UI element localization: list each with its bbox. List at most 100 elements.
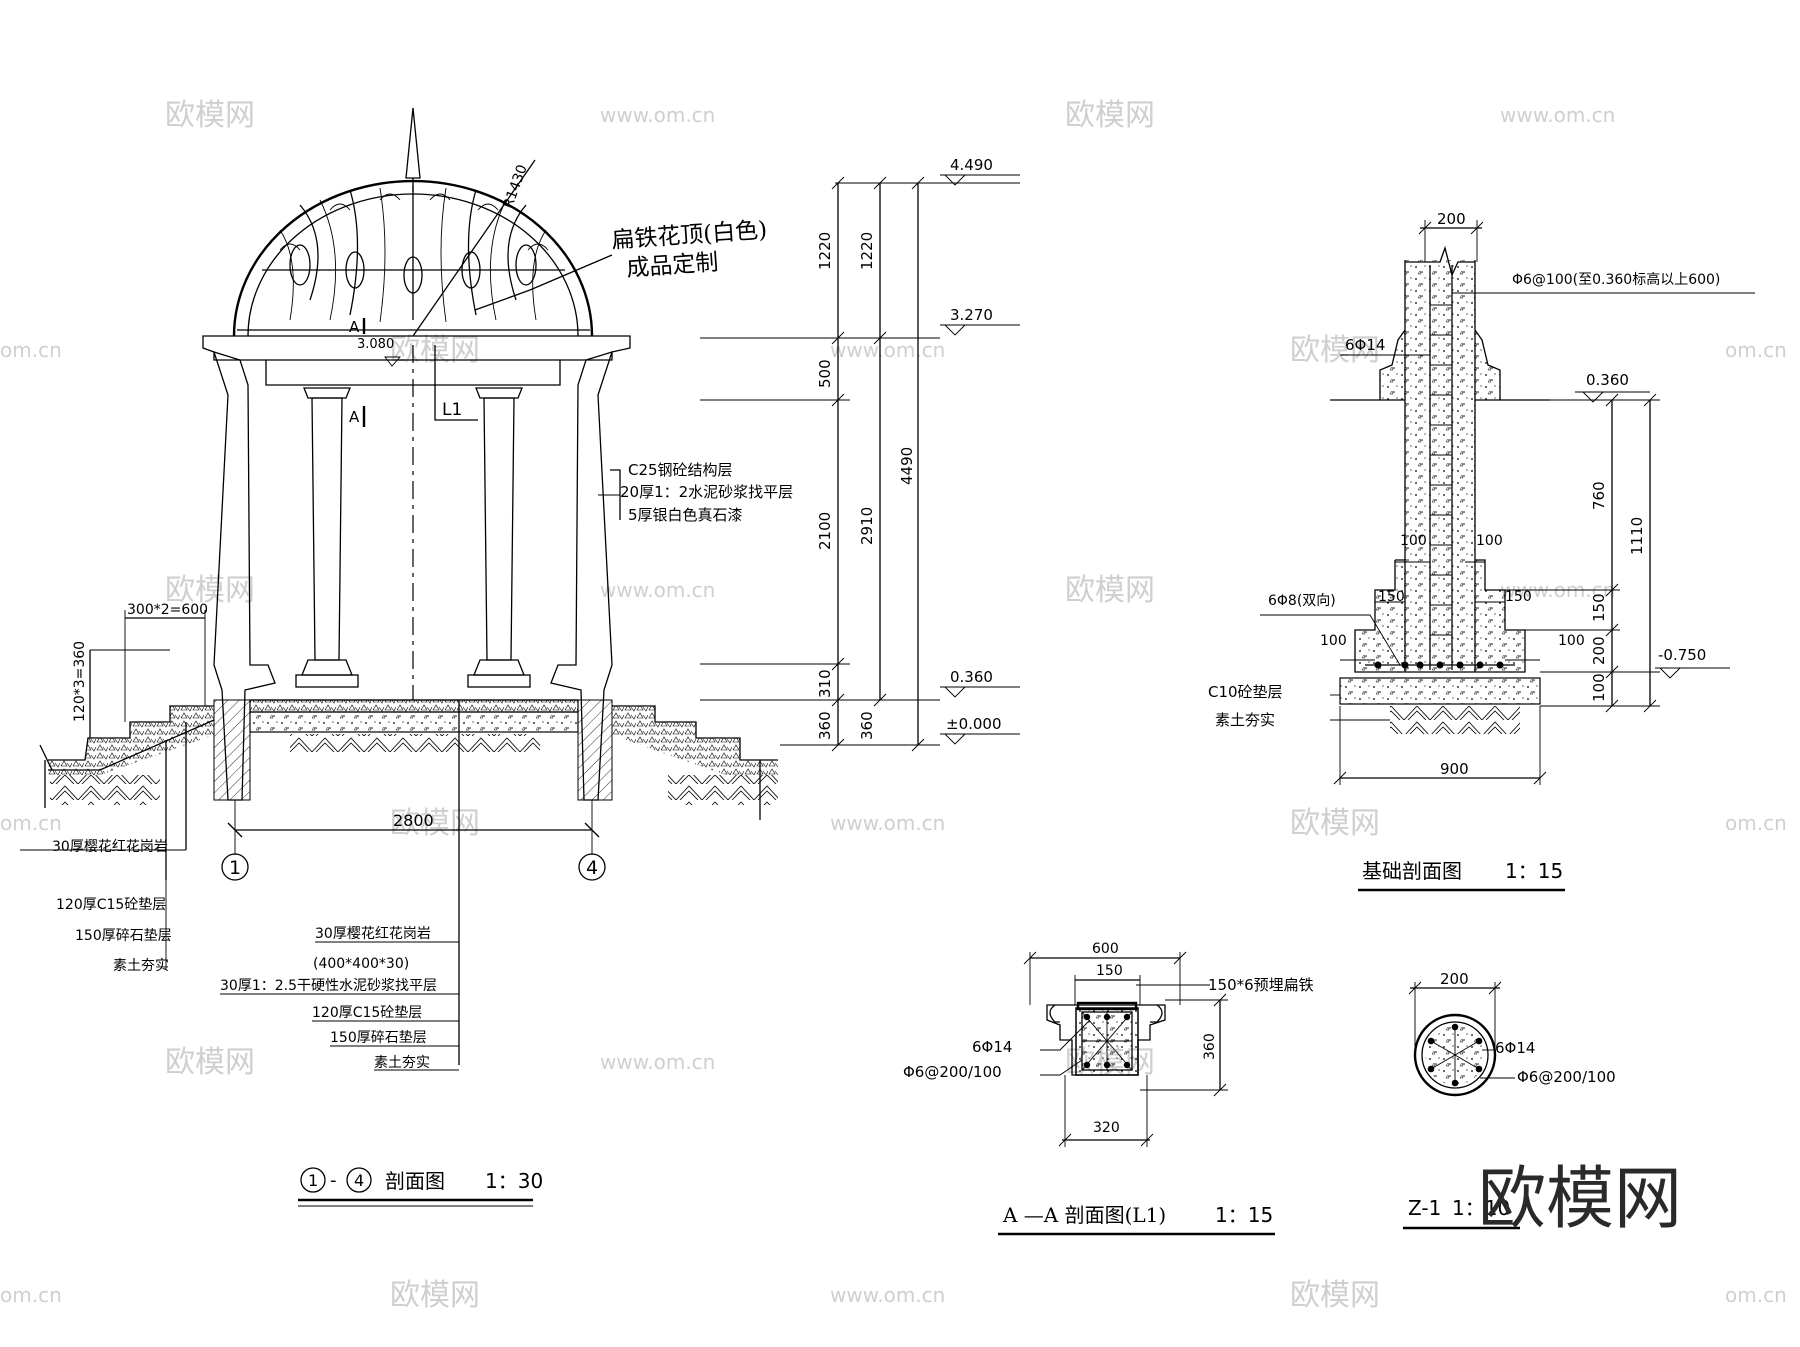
dim-total: 4490 [898,447,916,485]
main-section-title: 1 - 4 剖面图 1：30 [298,1167,543,1207]
watermark: om.cn [1725,338,1787,362]
axis-bubble-1 [221,853,249,881]
watermark: om.cn [1725,811,1787,835]
fdn-elev-top: 0.360 [1586,371,1629,389]
z1-scale: 1：10 [1452,1196,1510,1220]
watermark: om.cn [0,338,62,362]
column-right [467,387,531,688]
aa-title: A —A 剖面图(L1) [1002,1203,1166,1227]
watermark: www.om.cn [830,338,945,362]
title-circle-4: 4 [354,1171,364,1190]
column-left [295,387,359,688]
aa-dim-inner: 150 [1096,963,1123,979]
section-mark-top: A [349,318,360,336]
fdn-dim-100: 100 [1590,673,1608,702]
aa-embed-note: 150*6预埋扁铁 [1208,976,1314,994]
watermark: 欧模网 [165,1045,255,1080]
dome [232,179,594,337]
fdn-main-bars: 6Φ14 [1345,336,1385,354]
dim-width: 2800 [393,811,434,830]
aa-dim-top: 600 [1092,941,1119,957]
stirrups [1430,304,1452,636]
watermark: 欧模网 [1290,806,1380,841]
title-text: 剖面图 [385,1169,445,1193]
watermark: 欧模网 [390,806,480,841]
dim-r1-310: 310 [816,669,834,698]
axis-bubble-4 [578,853,606,881]
left-wall [212,351,276,801]
elev-0000: ±0.000 [946,715,1002,733]
blinding-layer [1339,677,1541,705]
floor-note-3: 30厚1：2.5干硬性水泥砂浆找平层 [220,978,437,994]
elev-3080: 3.080 [357,337,394,352]
fdn-dim-step-2: 100 [1476,533,1503,549]
right-wall [550,351,614,801]
left-note-1: 30厚樱花红花岗岩 [52,838,168,855]
fdn-dim-step-5: 100 [1320,633,1347,649]
watermark: 欧模网 [1065,573,1155,608]
fdn-base-bars: 6Φ8(双向) [1268,593,1336,609]
floor-note-4: 120厚C15砼垫层 [312,1005,422,1021]
elevation-marks: 4.490 3.270 0.360 ±0.000 [940,156,1020,745]
left-note-3: 150厚碎石垫层 [75,928,172,944]
right-dimension-chain: 1220 500 2100 310 360 1220 2910 360 4490 [700,176,1020,752]
fdn-note-1: C10砼垫层 [1208,683,1283,701]
left-note-4: 素土夯实 [113,958,169,974]
floor-note-6: 素土夯实 [374,1055,430,1071]
watermark: 欧模网 [1290,1278,1380,1313]
dim-r1-360: 360 [816,711,834,740]
dim-r2-2910: 2910 [858,507,876,545]
fdn-dim-base: 900 [1440,760,1469,778]
dim-steps-h: 300*2=600 [127,602,208,618]
watermark: www.om.cn [830,811,945,835]
elev-0360: 0.360 [950,668,993,686]
watermark: www.om.cn [600,578,715,602]
z1-outline [1413,1013,1497,1097]
spire [405,107,421,179]
dome-note-1: 扁铁花顶(白色) [611,217,768,254]
watermark: 欧模网 [1290,333,1380,368]
wall-note-2: 20厚1：2水泥砂浆找平层 [620,483,793,501]
foundation-drawing: 200 Φ6@100(至0.360标高以上600) 6Φ14 0.360 760… [1208,210,1755,892]
fdn-title: 基础剖面图 [1362,859,1462,883]
floor-note-2: (400*400*30) [313,956,409,972]
watermark: 欧模网 [1065,98,1155,133]
dim-r1-2100: 2100 [816,512,834,550]
fdn-dim-760: 760 [1590,481,1608,510]
aa-scale: 1：15 [1215,1203,1273,1227]
fdn-rebar-note: Φ6@100(至0.360标高以上600) [1512,271,1720,288]
fdn-dim-step-3: 150 [1378,589,1405,605]
section-mark-bottom: A [349,408,360,426]
fdn-dim-top: 200 [1437,210,1466,228]
watermark: 欧模网 [165,98,255,133]
section-aa-drawing: 600 150 360 320 150*6预埋扁铁 6Φ14 Φ6@200/10… [903,941,1314,1236]
main-section-drawing: 2800 1 4 R1430 扁铁花顶(白色) 成品定制 A A 3.080 L… [20,107,1020,1207]
fdn-dim-step-1: 100 [1400,533,1427,549]
elev-3270: 3.270 [950,306,993,324]
beam-tag-l1: L1 [442,400,462,420]
fdn-elev-bottom: -0.750 [1658,646,1706,664]
watermark: www.om.cn [830,1283,945,1307]
title-scale: 1：30 [485,1169,543,1193]
dim-r1-500: 500 [816,359,834,388]
dim-steps-v: 120*3=360 [72,641,88,722]
brand-watermark: 欧模网 [1478,1160,1682,1239]
base-bars [1374,661,1504,669]
z1-bars: 6Φ14 [1495,1039,1535,1057]
fdn-dim-total: 1110 [1628,517,1646,555]
watermark: 欧模网 [165,573,255,608]
fdn-dim-step-6: 100 [1558,633,1585,649]
z1-dim-top: 200 [1440,970,1469,988]
fdn-dim-200: 200 [1590,636,1608,665]
aa-dim-height: 360 [1202,1033,1218,1060]
fdn-dim-step-4: 150 [1505,589,1532,605]
aa-bars: 6Φ14 [972,1038,1012,1056]
watermark: 欧模网 [390,1278,480,1313]
axis-label-1: 1 [229,857,241,879]
dim-r2-1220: 1220 [858,232,876,270]
floor-slab [249,699,579,713]
z1-stirrups: Φ6@200/100 [1517,1068,1616,1086]
watermark: om.cn [0,811,62,835]
floor-note-1: 30厚樱花红花岗岩 [315,925,431,942]
